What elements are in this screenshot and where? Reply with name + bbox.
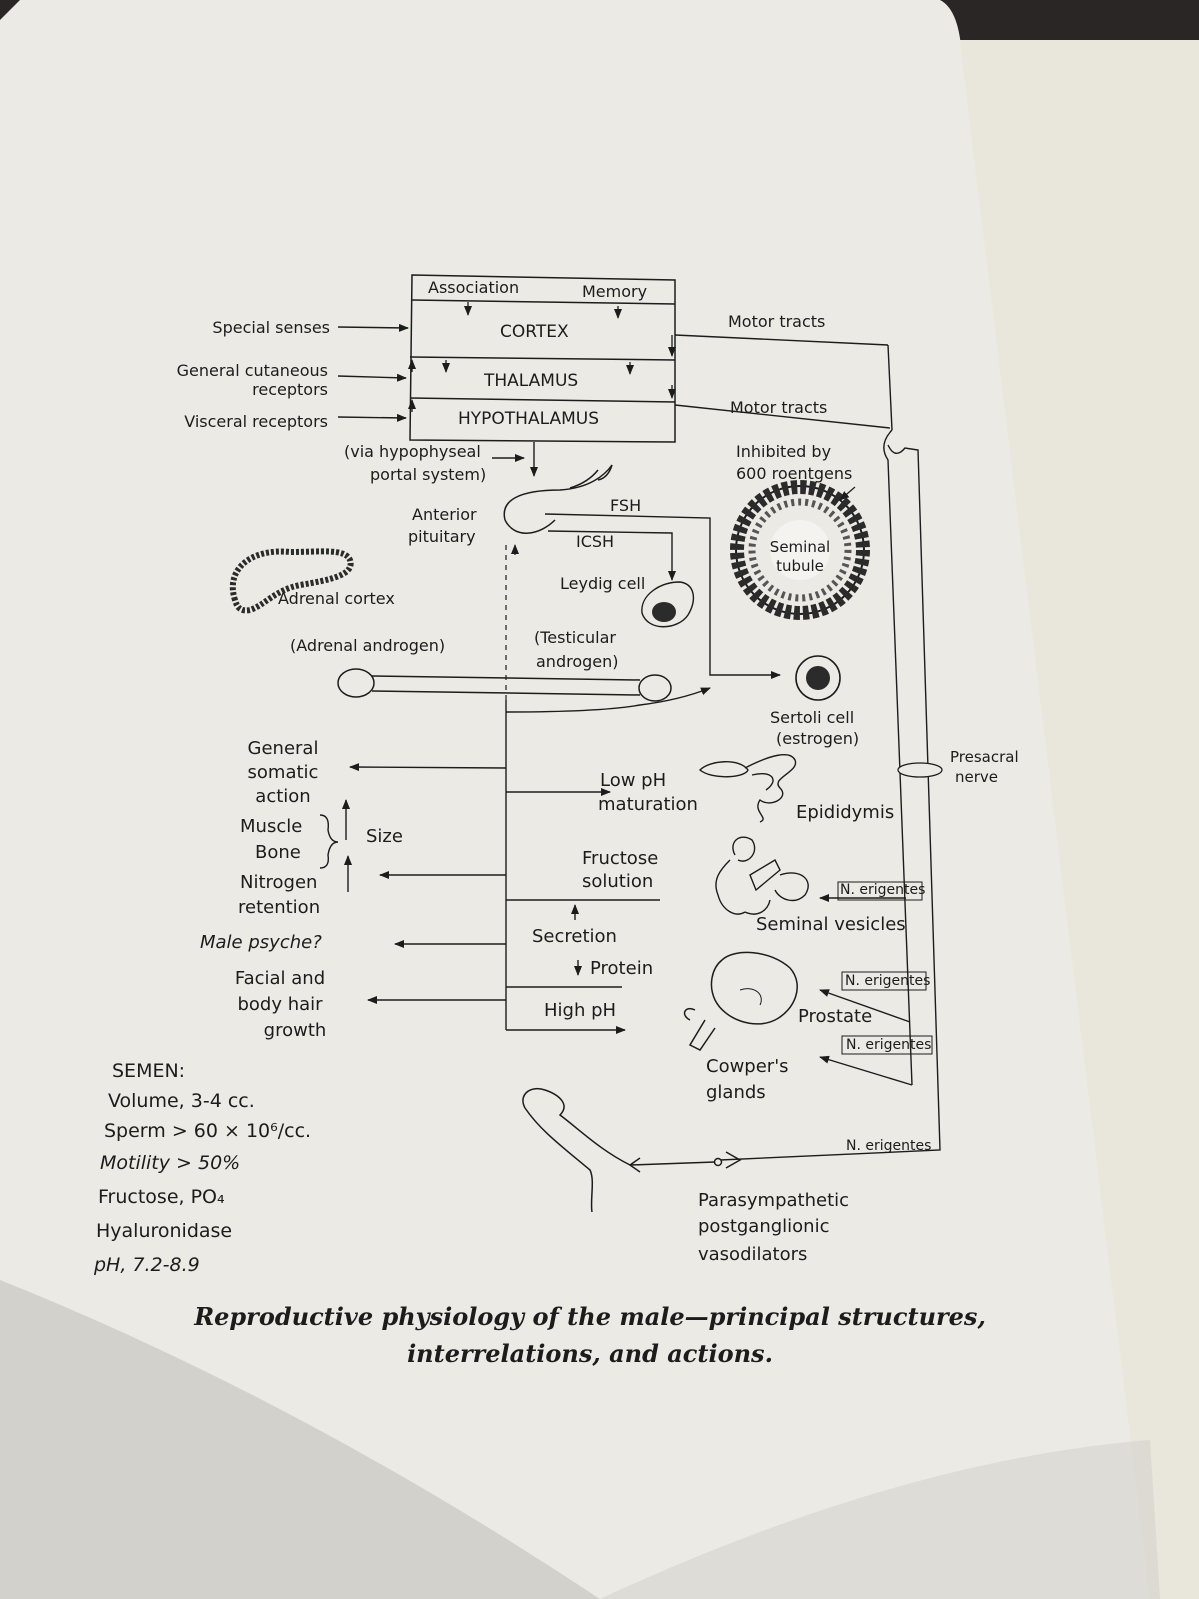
low-ph-label-1: Low pH: [600, 770, 667, 791]
paper: [0, 0, 1150, 1599]
portal-label-2: portal system): [370, 465, 487, 484]
icsh-label: ICSH: [576, 532, 615, 551]
general-cutaneous-label-2: receptors: [252, 380, 328, 399]
general-somatic-label-1: General: [247, 738, 319, 759]
seminal-tubule-label: Seminal: [769, 538, 831, 556]
parasympathetic-label-3: vasodilators: [698, 1244, 808, 1265]
semen-title: SEMEN:: [112, 1060, 186, 1082]
secretion-label: Secretion: [532, 926, 617, 947]
cowpers-glands-label-2: glands: [706, 1082, 766, 1103]
bone-label: Bone: [255, 842, 301, 863]
adrenal-drawing: [229, 548, 354, 614]
anterior-pituitary-label-2: pituitary: [408, 527, 476, 546]
semen-ph: pH, 7.2-8.9: [94, 1254, 200, 1276]
paper-shadow: [0, 1280, 600, 1599]
seminal-tubule-label-2: tubule: [776, 557, 824, 575]
male-psyche-label: Male psyche?: [200, 932, 322, 953]
special-senses-label: Special senses: [212, 318, 330, 337]
seminal-vesicles-label: Seminal vesicles: [756, 914, 906, 935]
hypothalamus-label: HYPOTHALAMUS: [458, 409, 599, 429]
fructose-label-2: solution: [582, 871, 654, 892]
inhibited-label-1: Inhibited by: [736, 442, 832, 461]
seminal-tubule-drawing: [730, 480, 870, 620]
n-erigentes-label-1: N. erigentes: [840, 882, 926, 898]
epididymis-label: Epididymis: [796, 802, 895, 823]
parasympathetic-label-2: postganglionic: [698, 1216, 830, 1237]
general-somatic-label-2: somatic: [247, 762, 319, 783]
nitrogen-label-1: Nitrogen: [240, 872, 318, 893]
visceral-receptors-label: Visceral receptors: [184, 412, 328, 431]
low-ph-label-2: maturation: [598, 794, 698, 815]
general-cutaneous-label: General cutaneous: [176, 361, 328, 380]
motor-tracts-label-1: Motor tracts: [728, 312, 826, 331]
leydig-cell-drawing: [641, 581, 695, 628]
memory-label: Memory: [582, 282, 648, 301]
hair-growth-label-3: growth: [263, 1020, 327, 1041]
semen-fructose: Fructose, PO₄: [98, 1186, 225, 1208]
prostate-label: Prostate: [798, 1006, 873, 1027]
figure-caption-line-2: interrelations, and actions.: [407, 1339, 773, 1368]
testicular-androgen-label-2: androgen): [536, 652, 619, 671]
androgen-bar: [337, 668, 672, 702]
portal-label-1: (via hypophyseal: [344, 442, 481, 461]
association-label: Association: [428, 278, 520, 297]
thalamus-label: THALAMUS: [484, 371, 579, 391]
cortex-label: CORTEX: [500, 322, 569, 342]
adrenal-androgen-label: (Adrenal androgen): [290, 636, 446, 655]
size-label: Size: [366, 826, 403, 847]
seminal-vesicles-drawing: [715, 836, 809, 915]
semen-hyaluronidase: Hyaluronidase: [96, 1220, 233, 1242]
semen-motility: Motility > 50%: [100, 1152, 241, 1174]
high-ph-label: High pH: [544, 1000, 617, 1021]
muscle-label: Muscle: [240, 816, 303, 837]
n-erigentes-label-4: N. erigentes: [846, 1138, 932, 1154]
sertoli-cell-label-2: (estrogen): [776, 729, 860, 748]
prostate-drawing: [683, 951, 798, 1051]
general-somatic-label-3: action: [255, 786, 311, 807]
hair-growth-label-1: Facial and: [234, 968, 326, 989]
nitrogen-label-2: retention: [238, 897, 321, 918]
pituitary-drawing: [503, 464, 613, 534]
motor-tracts-label-2: Motor tracts: [730, 398, 828, 417]
leydig-cell-label: Leydig cell: [560, 574, 646, 593]
protein-label: Protein: [590, 958, 654, 979]
hair-growth-label-2: body hair: [237, 994, 323, 1015]
sertoli-cell-label-1: Sertoli cell: [770, 708, 855, 727]
epididymis-drawing: [698, 754, 797, 823]
adrenal-cortex-label: Adrenal cortex: [278, 589, 395, 608]
penis-drawing: [522, 1088, 742, 1213]
parasympathetic-label-1: Parasympathetic: [698, 1190, 850, 1211]
presacral-nerve-label-1: Presacral: [950, 748, 1019, 766]
fructose-label-1: Fructose: [582, 848, 659, 869]
cowpers-glands-label-1: Cowper's: [706, 1056, 789, 1077]
figure-caption-line-1: Reproductive physiology of the male—prin…: [194, 1302, 986, 1331]
sertoli-cell-drawing: [795, 655, 841, 701]
n-erigentes-label-2: N. erigentes: [845, 973, 931, 989]
fsh-label: FSH: [610, 496, 642, 515]
inhibited-label-2: 600 roentgens: [736, 464, 853, 483]
semen-volume: Volume, 3-4 cc.: [108, 1090, 255, 1112]
testicular-androgen-label-1: (Testicular: [534, 628, 616, 647]
anterior-pituitary-label-1: Anterior: [412, 505, 477, 524]
n-erigentes-label-3: N. erigentes: [846, 1037, 932, 1053]
brain-box: [409, 274, 676, 443]
semen-sperm: Sperm > 60 × 10⁶/cc.: [104, 1120, 312, 1142]
presacral-nerve-label-2: nerve: [955, 768, 999, 786]
